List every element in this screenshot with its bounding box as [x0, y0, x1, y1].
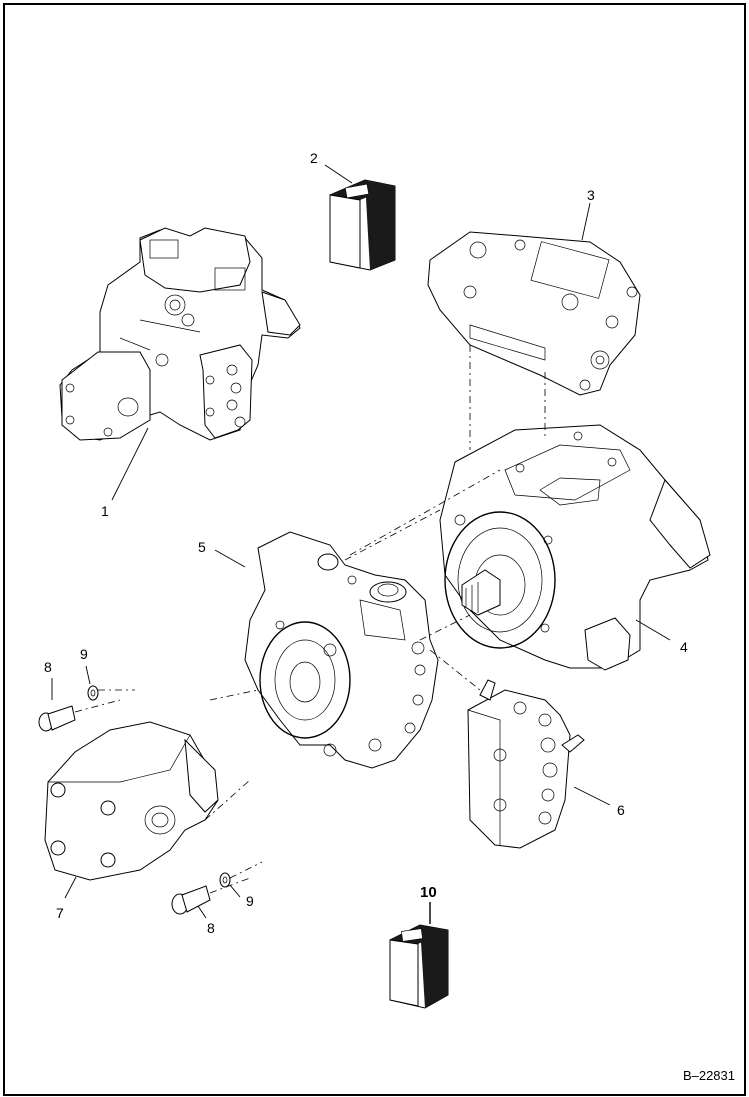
seal-kit-box-part-10: [389, 924, 449, 1009]
leader-lines: [51, 164, 671, 924]
pump-assembly-part-1: [59, 227, 301, 441]
callout-8-lower: 8: [207, 920, 215, 936]
valve-block-part-6: [467, 679, 585, 849]
seal-kit-box-part-2: [329, 179, 396, 271]
callout-9-lower: 9: [246, 893, 254, 909]
capscrew-upper-part-8: [38, 705, 76, 732]
end-cap-part-5: [244, 531, 439, 769]
callout-10: 10: [420, 884, 437, 901]
pump-housing-part-4: [439, 424, 711, 671]
callout-8-upper: 8: [44, 659, 52, 675]
figure-reference-number: B–22831: [682, 1068, 735, 1083]
callout-4: 4: [680, 639, 688, 655]
control-valve-part-3: [427, 231, 641, 396]
callout-9-upper: 9: [80, 646, 88, 662]
gear-pump-part-7: [44, 721, 219, 881]
callout-1: 1: [101, 503, 109, 519]
washer-upper-part-9: [87, 685, 99, 701]
callout-7: 7: [56, 905, 64, 921]
callout-6: 6: [617, 802, 625, 818]
callout-2: 2: [310, 150, 318, 166]
callout-3: 3: [587, 187, 595, 203]
callout-5: 5: [198, 539, 206, 555]
page-border: [3, 3, 746, 1096]
washer-lower-part-9: [219, 872, 231, 888]
capscrew-lower-part-8: [171, 885, 211, 915]
